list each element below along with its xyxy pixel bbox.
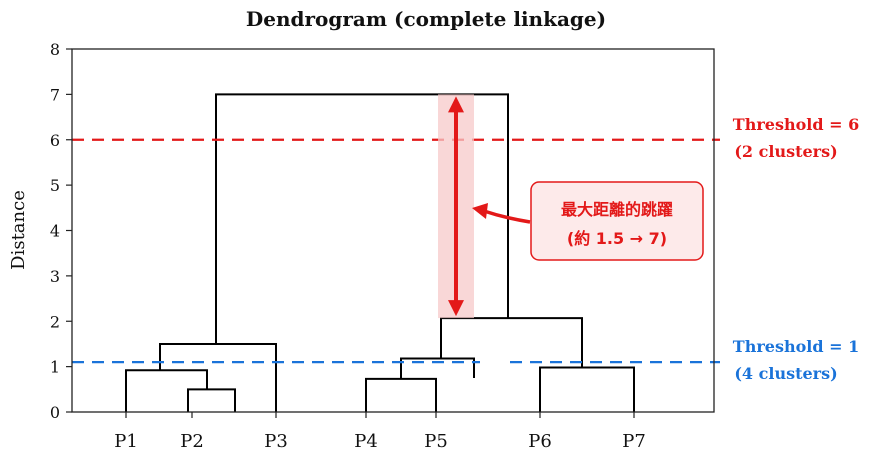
y-axis-label: Distance <box>8 190 29 270</box>
leaf-label-p5: P5 <box>424 431 448 451</box>
threshold-label: Threshold = 6 <box>733 115 859 134</box>
callout-pointer-head <box>472 203 488 219</box>
leaf-label-p7: P7 <box>622 431 646 451</box>
dendrogram-link <box>125 369 208 412</box>
threshold-sublabel: (4 clusters) <box>734 364 837 383</box>
leaf-label-p3: P3 <box>264 431 288 451</box>
leaf-label-p6: P6 <box>528 431 552 451</box>
y-tick-label: 8 <box>50 40 60 59</box>
y-axis-ticks: 0 1 2 3 4 5 6 7 8 <box>50 40 72 422</box>
y-tick-label: 0 <box>50 403 60 422</box>
callout-line-1: 最大距離的跳躍 <box>561 200 673 219</box>
leaf-label-p1: P1 <box>114 431 138 451</box>
jump-annotation: 最大距離的跳躍 (約 1.5 → 7) <box>438 94 704 319</box>
y-tick-label: 7 <box>50 85 60 104</box>
dendrogram-link <box>159 342 277 412</box>
leaf-label-p2: P2 <box>180 431 204 451</box>
dendrogram-link <box>215 93 509 344</box>
y-tick-label: 4 <box>50 222 60 241</box>
callout-pointer <box>483 209 531 224</box>
jump-arrow-head-top <box>448 96 464 113</box>
threshold-label: Threshold = 1 <box>733 337 859 356</box>
callout-line-2: (約 1.5 → 7) <box>567 229 667 248</box>
dendrogram-links <box>125 93 635 412</box>
dendrogram-link <box>365 377 437 412</box>
threshold-sublabel: (2 clusters) <box>734 142 837 161</box>
threshold-lines: Threshold = 6 (2 clusters) Threshold = 1 (4… <box>72 115 859 383</box>
dendrogram-link <box>539 366 635 412</box>
leaf-label-p4: P4 <box>354 431 378 451</box>
y-tick-label: 3 <box>50 267 60 286</box>
leaf-labels: P1 P2 P3 P4 P5 P6 P7 <box>114 412 646 451</box>
callout-box <box>530 181 704 261</box>
dendrogram-link <box>440 317 583 368</box>
y-tick-label: 1 <box>50 358 60 377</box>
dendrogram-link <box>400 357 475 379</box>
dendrogram-link <box>187 388 236 412</box>
plot-frame <box>71 48 715 413</box>
chart-title: Dendrogram (complete linkage) <box>246 7 606 31</box>
jump-arrow-head-bottom <box>448 300 464 317</box>
y-tick-label: 6 <box>50 131 60 150</box>
y-tick-label: 2 <box>50 312 60 331</box>
y-tick-label: 5 <box>50 176 60 195</box>
